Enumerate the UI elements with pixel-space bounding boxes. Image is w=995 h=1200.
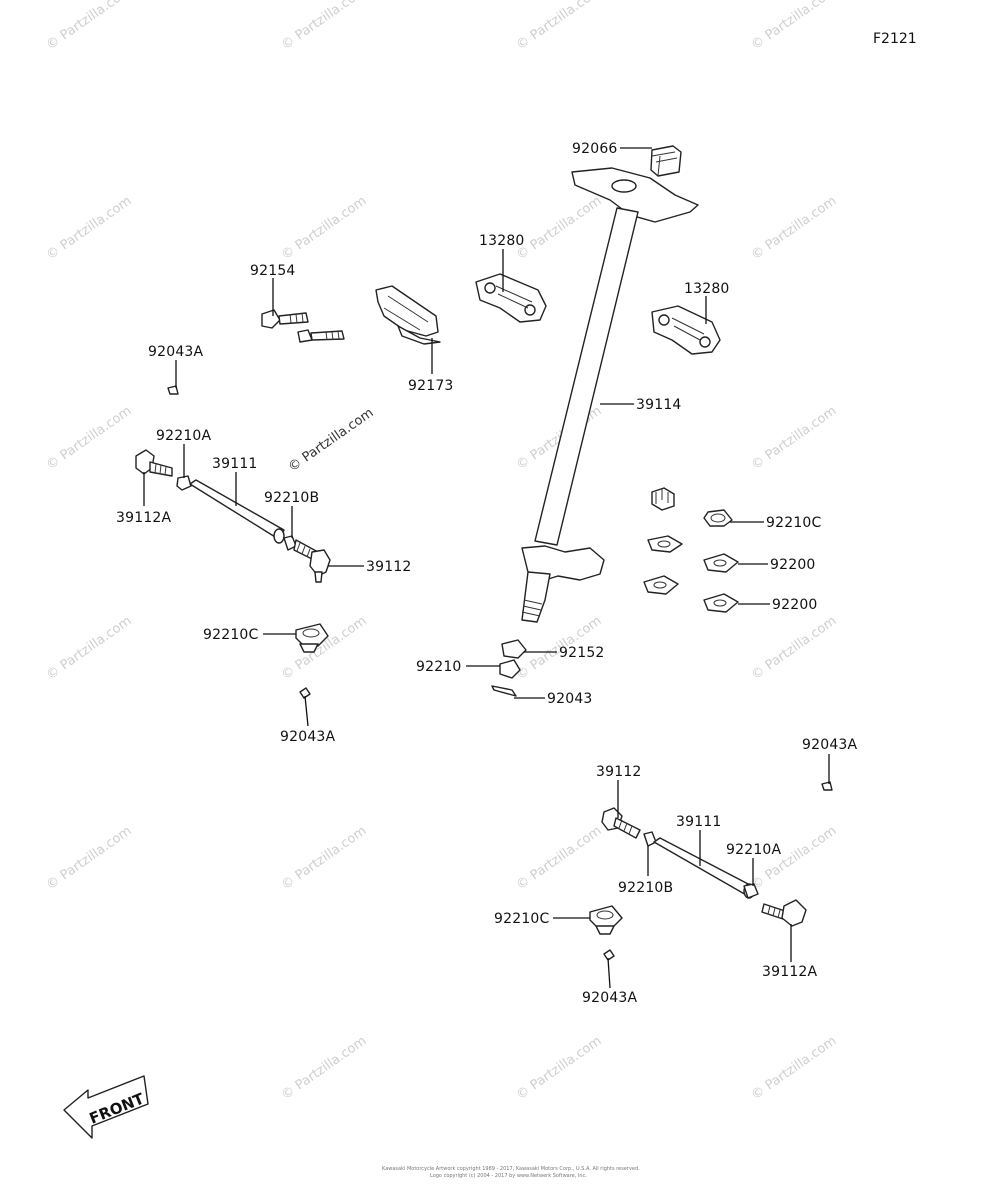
callout-13280: 13280: [684, 281, 730, 297]
watermark: © Partzilla.com: [514, 0, 605, 53]
part-13280-bracket-right: [651, 305, 721, 355]
callout-39112: 39112: [596, 764, 642, 780]
figure-code: F2121: [873, 31, 917, 47]
callout-92043A: 92043A: [148, 344, 204, 360]
watermark: © Partzilla.com: [749, 403, 840, 473]
part-92210B-nut: [643, 831, 657, 847]
part-39112-tie-rod-end: [601, 807, 641, 839]
watermark: © Partzilla.com: [44, 403, 135, 473]
watermark: © Partzilla.com: [44, 0, 135, 53]
part-39112A-tie-rod-end: [135, 449, 173, 477]
callout-39112A: 39112A: [762, 964, 818, 980]
copyright-line: Logo copyright (c) 2004 - 2017 by www.Ne…: [430, 1173, 587, 1179]
callout-39111: 39111: [212, 456, 258, 472]
part-39112A-tie-rod-end: [761, 899, 807, 927]
watermark: © Partzilla.com: [279, 613, 370, 683]
part-92154-bolts: [261, 309, 345, 343]
callout-92043A: 92043A: [582, 990, 638, 1006]
watermark: © Partzilla.com: [279, 0, 370, 53]
callout-39112: 39112: [366, 559, 412, 575]
watermark: © Partzilla.com: [749, 823, 840, 893]
front-direction-arrow: FRONT: [63, 1075, 149, 1139]
callout-92043A: 92043A: [802, 737, 858, 753]
callout-92210A: 92210A: [726, 842, 782, 858]
watermark: © Partzilla.com: [279, 193, 370, 263]
part-92200-washer: [703, 553, 739, 573]
callout-92210B: 92210B: [264, 490, 319, 506]
part-13280-bracket-left: [475, 273, 547, 323]
watermark: © Partzilla.com: [514, 193, 605, 263]
watermark: © Partzilla.com: [44, 193, 135, 263]
watermark-layer: © Partzilla.com © Partzilla.com © Partzi…: [44, 0, 840, 1103]
watermark: © Partzilla.com: [749, 193, 840, 263]
part-castle-nut: [651, 487, 675, 511]
part-39114-steering-shaft: [521, 167, 699, 623]
callout-92043A: 92043A: [280, 729, 336, 745]
part-92043A-pin: [603, 949, 615, 961]
part-92043A-pin: [299, 687, 311, 699]
callout-92152: 92152: [559, 645, 605, 661]
watermark: © Partzilla.com: [749, 0, 840, 53]
leader-line: [607, 957, 611, 989]
callout-13280: 13280: [479, 233, 525, 249]
watermark: © Partzilla.com: [514, 823, 605, 893]
part-92210C-boot: [589, 905, 623, 935]
copyright-line: Kawasaki Motorcycle Artwork copyright 19…: [382, 1166, 640, 1172]
part-washer: [643, 575, 679, 595]
part-92173-bracket: [375, 285, 441, 345]
part-92210A-nut: [743, 883, 759, 899]
watermark: © Partzilla.com: [749, 613, 840, 683]
watermark: © Partzilla.com: [44, 613, 135, 683]
watermark: © Partzilla.com: [279, 1033, 370, 1103]
part-92210C-boot: [295, 623, 329, 653]
callout-92066: 92066: [572, 141, 618, 157]
part-92043-pin: [491, 685, 517, 697]
part-39111-tie-rod: [189, 479, 285, 544]
copyright-notice: Kawasaki Motorcycle Artwork copyright 19…: [382, 1166, 640, 1179]
callout-92200: 92200: [770, 557, 816, 573]
callout-92200: 92200: [772, 597, 818, 613]
part-washer: [647, 535, 683, 553]
part-92200-washer: [703, 593, 739, 613]
callout-92173: 92173: [408, 378, 454, 394]
part-92210C-nut: [703, 509, 733, 527]
callout-92154: 92154: [250, 263, 296, 279]
part-92066: [650, 145, 682, 177]
part-92210-nut: [499, 659, 521, 679]
watermark: © Partzilla.com: [44, 823, 135, 893]
part-39112-tie-rod-end: [293, 539, 331, 583]
watermark: © Partzilla.com: [279, 823, 370, 893]
callout-92210C: 92210C: [766, 515, 822, 531]
callout-39111: 39111: [676, 814, 722, 830]
callout-39112A: 39112A: [116, 510, 172, 526]
callout-labels: 92066 13280 13280 92154 92173 92043A 391…: [116, 141, 858, 1006]
part-92152-collar: [501, 639, 527, 659]
watermark-dark: © Partzilla.com: [286, 405, 377, 475]
part-92210A-nut: [176, 475, 192, 491]
watermark: © Partzilla.com: [749, 1033, 840, 1103]
callout-92210C: 92210C: [203, 627, 259, 643]
callout-39114: 39114: [636, 397, 682, 413]
part-92043A-pin: [821, 781, 833, 791]
callout-92210A: 92210A: [156, 428, 212, 444]
callout-92043: 92043: [547, 691, 593, 707]
callout-leaders: [143, 147, 830, 989]
watermark: © Partzilla.com: [514, 1033, 605, 1103]
callout-92210C: 92210C: [494, 911, 550, 927]
leader-line: [304, 695, 309, 727]
callout-92210: 92210: [416, 659, 462, 675]
callout-92210B: 92210B: [618, 880, 673, 896]
